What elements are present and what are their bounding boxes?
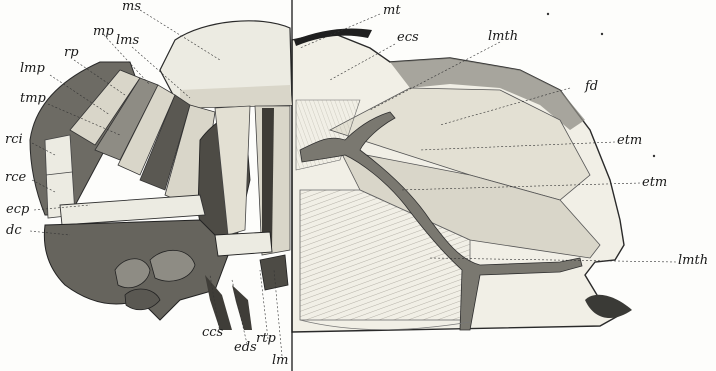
label-mt: mt (383, 3, 401, 18)
label-dc: dc (6, 223, 22, 238)
label-lm: lm (272, 353, 289, 368)
label-tmp: tmp (20, 91, 47, 106)
label-rce: rce (5, 170, 26, 185)
label-eds: eds (234, 340, 257, 355)
label-ecs-top: ecs (397, 30, 419, 45)
label-mp: mp (93, 24, 114, 39)
label-ecp: ecp (6, 202, 30, 217)
label-rci: rci (5, 132, 23, 147)
label-fd: fd (584, 79, 598, 94)
label-etm-upper: etm (617, 133, 642, 148)
label-rtp: rtp (256, 331, 276, 346)
label-ccs: ccs (202, 325, 224, 340)
right-half-section (292, 28, 632, 332)
label-lmth-top: lmth (488, 29, 518, 44)
label-lms: lms (116, 33, 139, 48)
label-lmp: lmp (20, 61, 45, 76)
label-etm-lower: etm (642, 175, 667, 190)
lm-stub (260, 255, 288, 290)
rtp-box (215, 232, 272, 256)
label-rp: rp (64, 45, 79, 60)
label-ms: ms (122, 0, 141, 14)
label-lmth-right: lmth (678, 253, 708, 268)
leg-segment-1 (205, 275, 232, 330)
left-half-section (30, 21, 292, 330)
dark-strap (262, 108, 274, 250)
